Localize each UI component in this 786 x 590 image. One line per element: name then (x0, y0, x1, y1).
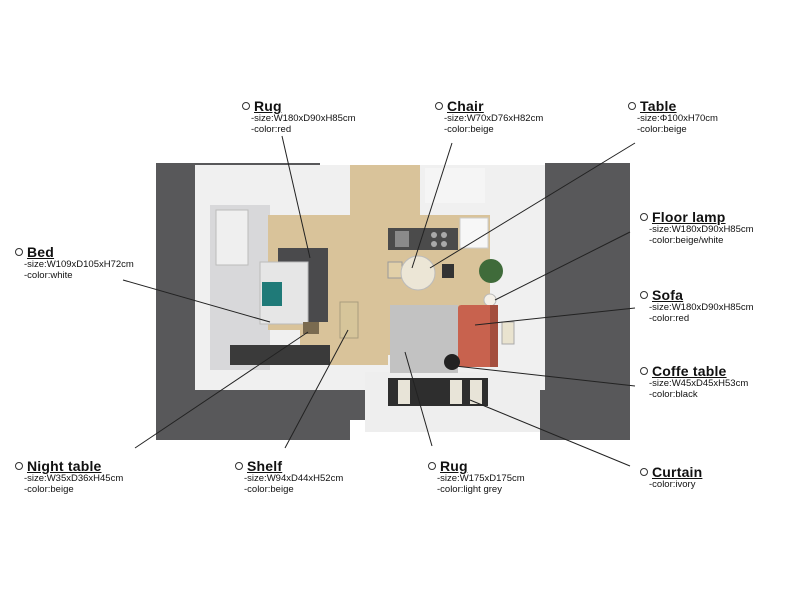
item-name: Coffe table (652, 363, 727, 379)
bullet-icon (15, 248, 23, 257)
label-sofa: Sofa -size:W180xD90xH85cm -color:red (640, 287, 754, 325)
bullet-icon (640, 213, 648, 222)
stove-burner (431, 241, 437, 247)
dining-table (400, 255, 436, 291)
window-bedroom (215, 209, 249, 266)
stove-burner (441, 232, 447, 238)
label-rug-grey: Rug -size:W175xD175cm -color:light grey (428, 458, 525, 496)
item-size: -size:W109xD105xH72cm (24, 259, 134, 271)
item-size: -size:Φ100xH70cm (637, 113, 718, 125)
bullet-icon (435, 102, 443, 111)
item-name: Night table (27, 458, 102, 474)
cabinet (459, 217, 489, 249)
item-color: -color:red (649, 313, 690, 325)
item-name: Curtain (652, 464, 703, 480)
label-bed: Bed -size:W109xD105xH72cm -color:white (15, 244, 134, 282)
item-size: -size:W94xD44xH52cm (244, 473, 344, 485)
item-name: Sofa (652, 287, 684, 303)
bullet-icon (628, 102, 636, 111)
item-color: -color:light grey (437, 484, 502, 496)
item-color: -color:beige (24, 484, 74, 496)
sofa (458, 305, 496, 367)
item-color: -color:beige/white (649, 235, 724, 247)
bed-pillow (262, 282, 282, 306)
coffee-table (444, 354, 460, 370)
item-name: Floor lamp (652, 209, 726, 225)
item-name: Shelf (247, 458, 283, 474)
chair (442, 264, 454, 278)
item-size: -size:W180xD90xH85cm (649, 302, 754, 314)
floor-lamp (483, 293, 497, 307)
label-curtain: Curtain -color:ivory (640, 464, 702, 491)
bullet-icon (428, 462, 436, 471)
stove-burner (431, 232, 437, 238)
wall-picture (501, 321, 515, 345)
night-table (303, 322, 319, 334)
label-coffee-table: Coffe table -size:W45xD45xH53cm -color:b… (640, 363, 748, 401)
window-curtain (230, 345, 330, 365)
plant (479, 259, 503, 283)
sofa-back (490, 305, 498, 367)
item-name: Chair (447, 98, 484, 114)
item-color: -color:black (649, 389, 698, 401)
label-floor-lamp: Floor lamp -size:W180xD90xH85cm -color:b… (640, 209, 754, 247)
bullet-icon (640, 468, 648, 477)
item-size: -size:W70xD76xH82cm (444, 113, 544, 125)
item-size: -size:W45xD45xH53cm (649, 378, 749, 390)
curtain-fold (450, 380, 462, 404)
item-name: Bed (27, 244, 55, 260)
item-name: Rug (440, 458, 468, 474)
stove-burner (441, 241, 447, 247)
label-table: Table -size:Φ100xH70cm -color:beige (628, 98, 718, 136)
item-size: -size:W35xD36xH45cm (24, 473, 124, 485)
curtain-fold (470, 380, 482, 404)
bullet-icon (640, 291, 648, 300)
item-color: -color:ivory (649, 479, 696, 491)
label-shelf: Shelf -size:W94xD44xH52cm -color:beige (235, 458, 343, 496)
curtain-fold (398, 380, 410, 404)
label-night-table: Night table -size:W35xD36xH45cm -color:b… (15, 458, 123, 496)
leader-lines (122, 135, 636, 467)
item-size: -size:W175xD175cm (437, 473, 525, 485)
item-name: Rug (254, 98, 282, 114)
label-rug-red: Rug -size:W180xD90xH85cm -color:red (242, 98, 356, 136)
item-color: -color:beige (637, 124, 687, 136)
sink (395, 231, 409, 247)
item-size: -size:W180xD90xH85cm (251, 113, 356, 125)
item-size: -size:W180xD90xH85cm (649, 224, 754, 236)
bullet-icon (640, 367, 648, 376)
item-color: -color:white (24, 270, 73, 282)
item-color: -color:beige (244, 484, 294, 496)
bullet-icon (235, 462, 243, 471)
shelf (339, 301, 359, 339)
label-chair: Chair -size:W70xD76xH82cm -color:beige (435, 98, 543, 136)
bullet-icon (15, 462, 23, 471)
chair (387, 261, 403, 279)
item-color: -color:red (251, 124, 292, 136)
bullet-icon (242, 102, 250, 111)
item-color: -color:beige (444, 124, 494, 136)
item-name: Table (640, 98, 677, 114)
